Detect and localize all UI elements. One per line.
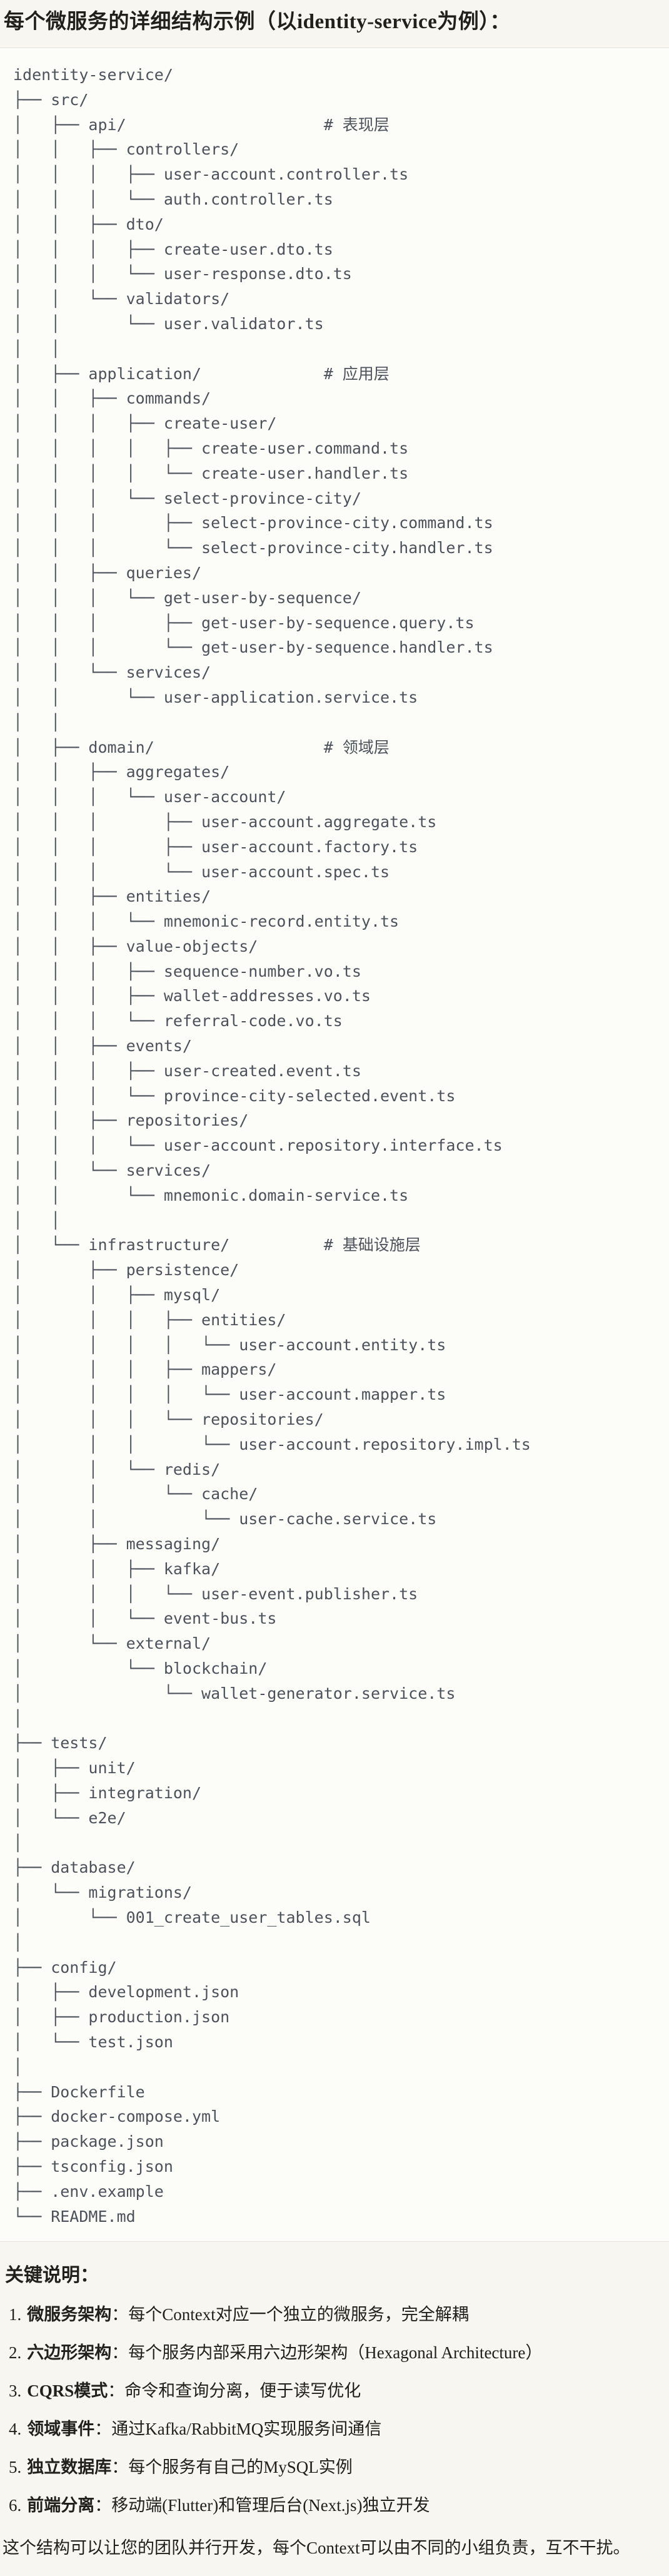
note-item: 5. 独立数据库：每个服务有自己的MySQL实例: [9, 2456, 664, 2478]
summary-paragraph: 这个结构可以让您的团队并行开发，每个Context可以由不同的小组负责，互不干扰…: [3, 2538, 630, 2558]
note-desc: ：每个Context对应一个独立的微服务，完全解耦: [111, 2305, 469, 2324]
note-number: 5.: [9, 2458, 22, 2477]
note-term: 独立数据库: [27, 2458, 112, 2477]
note-desc: ：移动端(Flutter)和管理后台(Next.js)独立开发: [94, 2496, 430, 2515]
note-term: 前端分离: [27, 2496, 95, 2515]
note-number: 2.: [9, 2343, 22, 2363]
note-number: 4.: [9, 2420, 22, 2439]
note-item: 6. 前端分离：移动端(Flutter)和管理后台(Next.js)独立开发: [9, 2495, 664, 2516]
note-desc: ：每个服务有自己的MySQL实例: [111, 2458, 353, 2477]
note-term: 六边形架构: [27, 2343, 112, 2363]
page-title: 每个微服务的详细结构示例（以identity-service为例）：: [4, 11, 511, 33]
key-notes-section: 关键说明： 1. 微服务架构：每个Context对应一个独立的微服务，完全解耦 2…: [0, 2264, 669, 2558]
note-number: 3.: [9, 2381, 22, 2401]
note-desc: ：通过Kafka/RabbitMQ实现服务间通信: [94, 2420, 382, 2439]
key-notes-heading: 关键说明：: [5, 2265, 99, 2286]
note-desc: ：命令和查询分离，便于读写优化: [108, 2381, 361, 2401]
note-term: 领域事件: [27, 2420, 95, 2439]
note-desc: ：每个服务内部采用六边形架构（Hexagonal Architecture）: [111, 2343, 543, 2363]
note-item: 4. 领域事件：通过Kafka/RabbitMQ实现服务间通信: [9, 2418, 664, 2440]
directory-tree: identity-service/ ├── src/ │ ├── api/ # …: [13, 66, 531, 2226]
note-item: 2.六边形架构：每个服务内部采用六边形架构（Hexagonal Architec…: [9, 2342, 664, 2363]
note-item: 3.CQRS模式：命令和查询分离，便于读写优化: [9, 2380, 664, 2401]
note-item: 1. 微服务架构：每个Context对应一个独立的微服务，完全解耦: [9, 2304, 664, 2325]
note-number: 1.: [9, 2305, 22, 2324]
note-number: 6.: [9, 2496, 22, 2515]
note-term: CQRS模式: [27, 2381, 108, 2401]
note-term: 微服务架构: [27, 2305, 112, 2324]
code-block: identity-service/ ├── src/ │ ├── api/ # …: [0, 48, 669, 2243]
